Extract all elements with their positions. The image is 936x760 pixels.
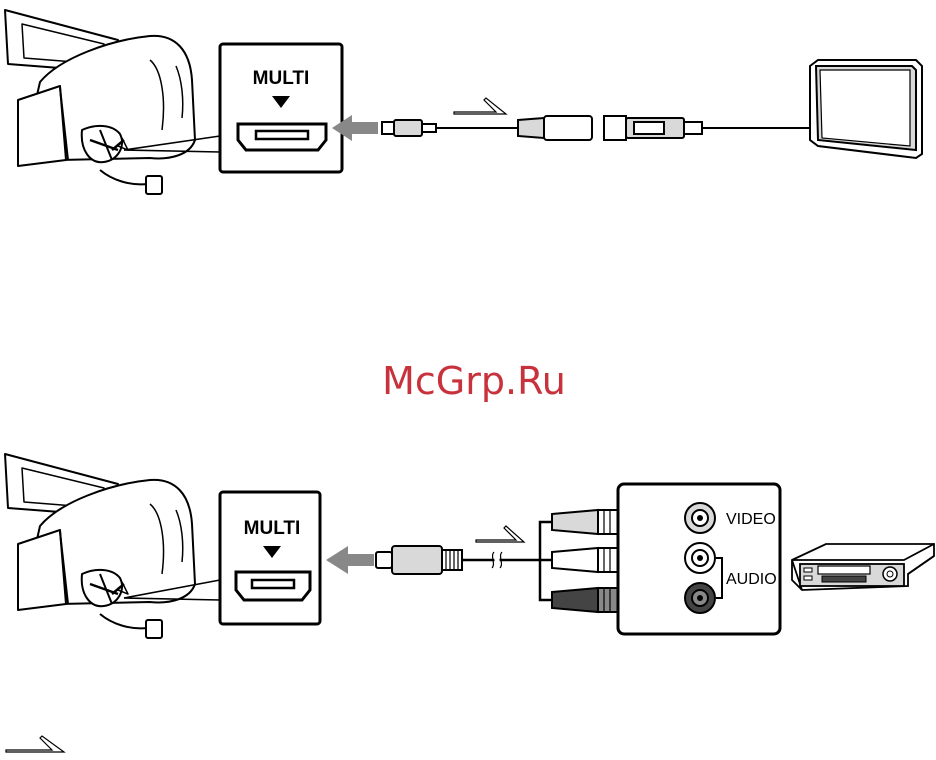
rca-jack-icon [685, 583, 715, 613]
camcorder-icon [5, 10, 195, 194]
multi-port-icon: MULTI [220, 492, 320, 624]
hdmi-adapter-icon [382, 116, 818, 140]
watermark-text: McGrp.Ru [382, 359, 566, 403]
bottom-connection-diagram: MULTI [5, 454, 934, 638]
audio-jack-label: AUDIO [726, 571, 777, 588]
multi-port-label: MULTI [244, 518, 301, 539]
multi-port-icon: MULTI [220, 44, 342, 172]
legend-signal-flow-arrow-icon [6, 736, 64, 752]
rca-jack-icon [685, 543, 715, 573]
top-connection-diagram: MULTI [5, 10, 922, 194]
av-cable-icon [376, 522, 552, 600]
rca-jack-icon [685, 503, 715, 533]
camcorder-icon [5, 454, 195, 638]
insert-arrow-icon [326, 546, 374, 574]
signal-flow-arrow-icon [476, 526, 524, 542]
multi-port-label: MULTI [253, 68, 310, 89]
signal-flow-arrow-icon [454, 98, 506, 114]
tv-icon [810, 60, 922, 158]
video-jack-label: VIDEO [726, 511, 776, 528]
vcr-icon [792, 544, 934, 590]
rca-jack-panel: VIDEO AUDIO [618, 484, 780, 634]
